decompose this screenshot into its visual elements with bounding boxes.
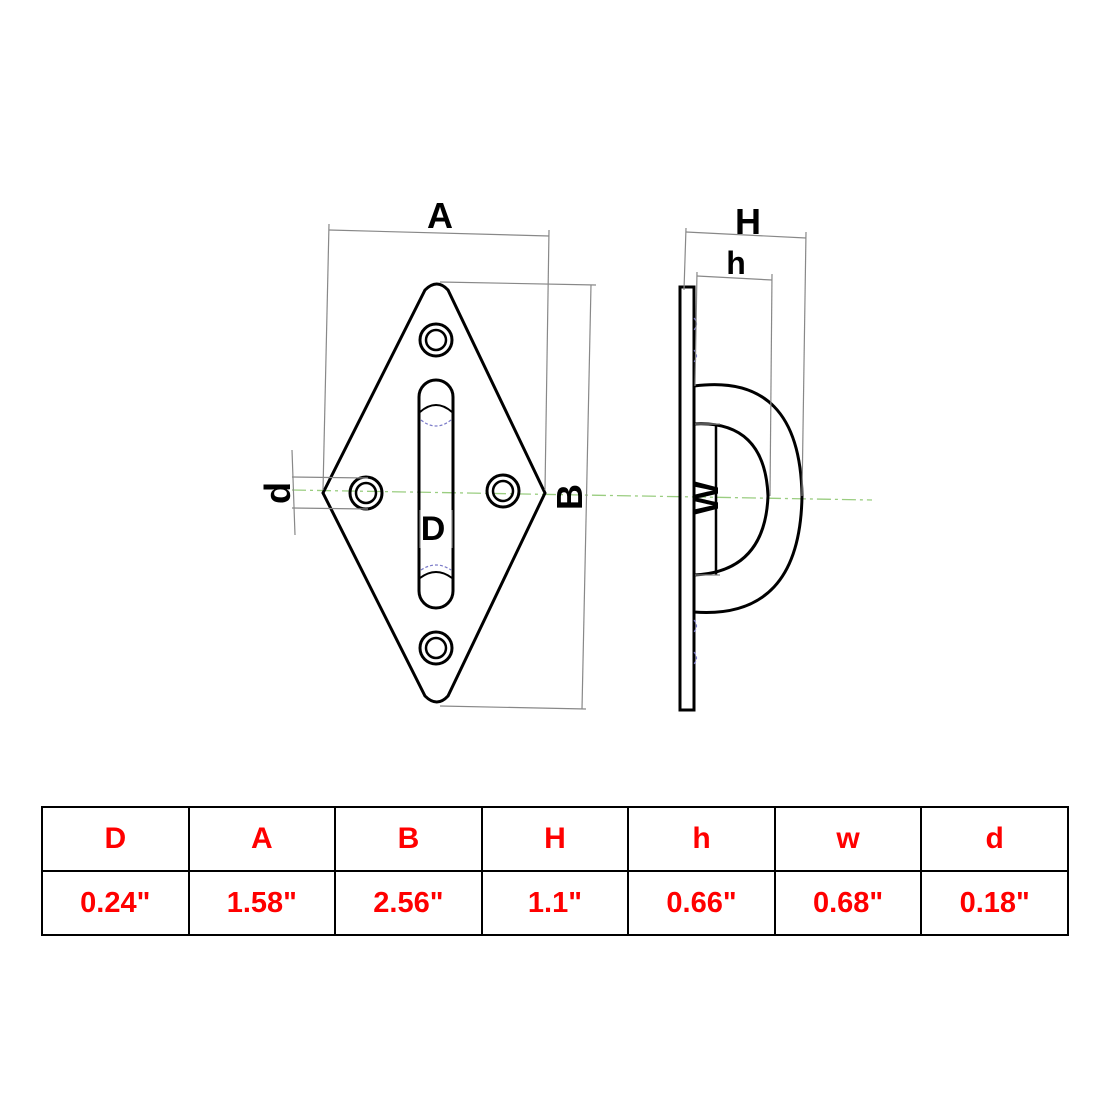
front-view: A B d D <box>257 195 597 710</box>
dimension-a <box>322 223 550 491</box>
table-header-cell: w <box>773 806 923 872</box>
table-value-cell: 0.66" <box>627 870 776 936</box>
table-value-cell: 2.56" <box>334 870 483 936</box>
dimension-h-lower <box>694 271 773 497</box>
table-header-cell: D <box>41 806 190 872</box>
dimension-d-large <box>419 510 453 548</box>
side-plate <box>678 285 696 712</box>
left-mount-hole <box>348 475 384 511</box>
center-slot <box>417 378 455 610</box>
label-a: A <box>427 195 453 236</box>
center-line <box>291 489 873 501</box>
label-b: B <box>549 484 590 510</box>
table-header-cell: B <box>334 806 483 872</box>
dimension-h-upper <box>683 227 807 497</box>
dimensions-table: D A B H h w d 0.24" 1.58" 2.56" 1.1" 0.6… <box>41 806 1069 936</box>
dimension-b <box>439 281 597 710</box>
label-w: W <box>685 481 726 515</box>
table-value-cell: 0.18" <box>920 870 1069 936</box>
table-header-cell: A <box>187 806 337 872</box>
label-d-upper: D <box>421 510 446 548</box>
diamond-plate-outline <box>321 282 547 704</box>
u-ring-loop <box>692 383 804 614</box>
table-header-cell: H <box>480 806 630 872</box>
table-header-cell: d <box>920 806 1069 872</box>
top-mount-hole <box>418 322 454 358</box>
label-d: d <box>257 482 298 504</box>
table-value-row: 0.24" 1.58" 2.56" 1.1" 0.66" 0.68" 0.18" <box>41 870 1069 936</box>
dimension-w <box>695 423 720 576</box>
bottom-mount-hole <box>418 630 454 666</box>
right-mount-hole <box>485 473 521 509</box>
table-value-cell: 1.1" <box>480 870 630 936</box>
technical-drawing: A B d D <box>257 195 873 712</box>
table-header-row: D A B H h w d <box>41 806 1069 872</box>
table-header-cell: h <box>627 806 776 872</box>
table-value-cell: 0.24" <box>41 870 190 936</box>
dimension-d-small <box>291 449 369 536</box>
side-view: H h W <box>678 201 807 712</box>
label-h-upper: H <box>735 201 761 242</box>
table-value-cell: 0.68" <box>773 870 923 936</box>
label-h-lower: h <box>726 245 746 281</box>
table-value-cell: 1.58" <box>187 870 337 936</box>
